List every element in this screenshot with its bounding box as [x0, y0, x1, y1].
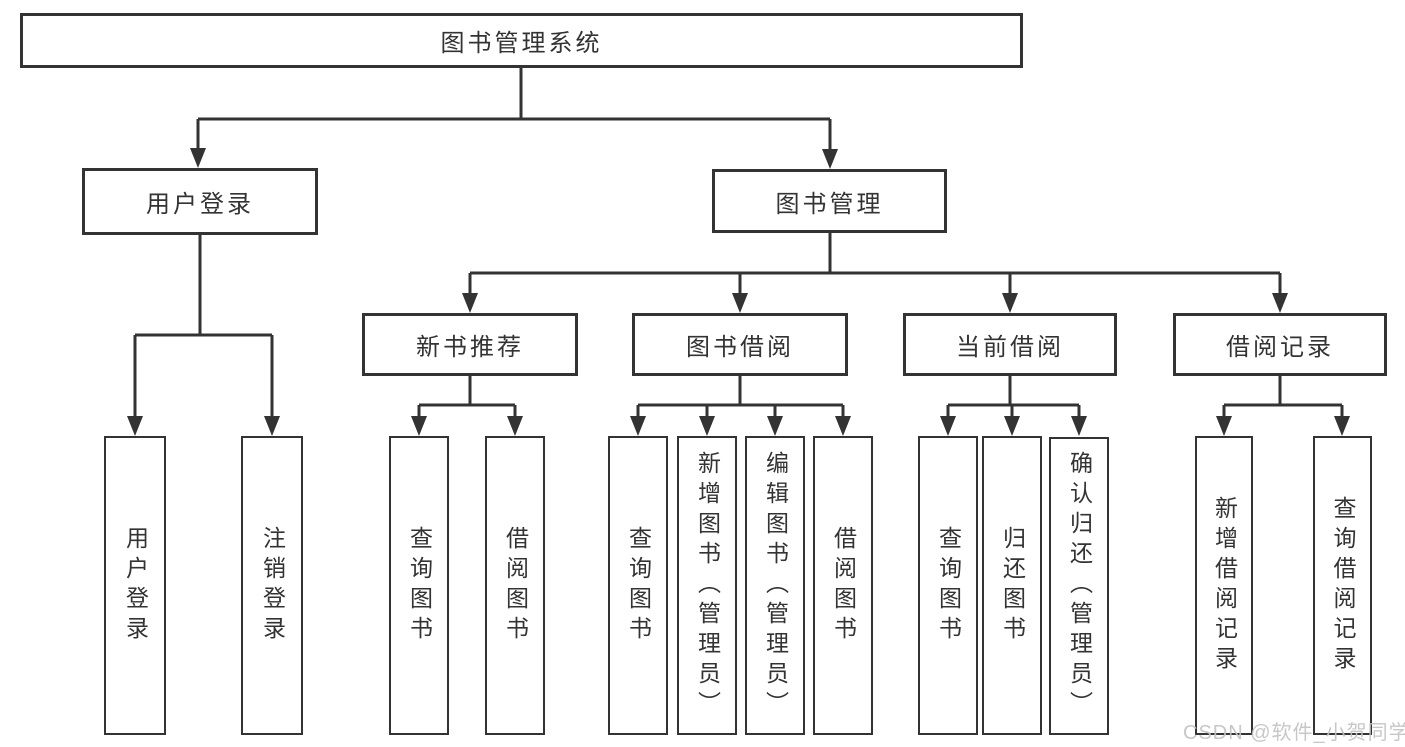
leaf-newbooks-borrow-books: 借阅图书	[485, 436, 545, 735]
leaf-logout-label: 注销登录	[259, 525, 286, 646]
leaf-borrow-borrow-books: 借阅图书	[813, 436, 873, 735]
leaf-current-return-books: 归还图书	[982, 436, 1042, 735]
leaf-borrow-query-books: 查询图书	[608, 436, 668, 735]
leaf-newbooks-query-books: 查询图书	[389, 436, 449, 735]
leaf-logout: 注销登录	[241, 436, 303, 735]
leaf-newbooks-borrow-books-label: 借阅图书	[502, 525, 529, 646]
connector-book-borrow-to-leaves	[636, 376, 845, 418]
node-book-borrow: 图书借阅	[632, 313, 848, 376]
connector-borrow-records-to-leaves	[1222, 376, 1344, 418]
leaf-current-query-books-label: 查询图书	[935, 525, 962, 646]
node-current-borrow: 当前借阅	[903, 313, 1117, 376]
node-new-book-recommend-label: 新书推荐	[416, 334, 524, 361]
leaf-borrow-edit-books-admin-label: 编辑图书（管理员）	[762, 450, 789, 721]
leaf-current-confirm-return-admin-label: 确认归还（管理员）	[1066, 451, 1093, 721]
node-user-login: 用户登录	[82, 168, 318, 235]
leaf-user-login-label: 用户登录	[122, 525, 149, 646]
leaf-current-query-books: 查询图书	[918, 436, 978, 735]
connector-new-books-to-leaves	[417, 376, 517, 418]
leaf-user-login: 用户登录	[104, 436, 166, 735]
node-new-book-recommend: 新书推荐	[362, 313, 578, 376]
leaf-records-add-record-label: 新增借阅记录	[1211, 495, 1238, 676]
leaf-newbooks-query-books-label: 查询图书	[406, 525, 433, 646]
node-root-label: 图书管理系统	[440, 30, 603, 57]
connector-current-borrow-to-leaves	[946, 376, 1081, 418]
node-user-login-label: 用户登录	[146, 191, 254, 218]
leaf-borrow-query-books-label: 查询图书	[625, 525, 652, 646]
leaf-borrow-borrow-books-label: 借阅图书	[830, 525, 857, 646]
leaf-records-query-record: 查询借阅记录	[1313, 436, 1372, 735]
connector-user-login-to-leaves	[133, 235, 274, 418]
leaf-current-return-books-label: 归还图书	[999, 525, 1026, 646]
leaf-borrow-add-books-admin-label: 新增图书（管理员）	[694, 450, 721, 721]
node-book-management-label: 图书管理	[775, 190, 884, 218]
leaf-borrow-edit-books-admin: 编辑图书（管理员）	[745, 436, 805, 735]
node-book-management: 图书管理	[712, 169, 947, 233]
leaf-borrow-add-books-admin: 新增图书（管理员）	[677, 436, 737, 735]
connector-root-to-level1	[196, 68, 832, 151]
node-book-borrow-label: 图书借阅	[686, 334, 794, 361]
arrowheads	[127, 148, 1350, 436]
node-borrow-records-label: 借阅记录	[1226, 334, 1334, 361]
connector-book-mgmt-to-level2	[468, 233, 1282, 295]
leaf-records-add-record: 新增借阅记录	[1195, 436, 1253, 735]
watermark: CSDN @软件_小贺同学	[1183, 722, 1405, 744]
leaf-current-confirm-return-admin: 确认归还（管理员）	[1049, 437, 1109, 735]
node-root: 图书管理系统	[20, 13, 1023, 68]
node-current-borrow-label: 当前借阅	[956, 334, 1064, 361]
leaf-records-query-record-label: 查询借阅记录	[1330, 495, 1356, 676]
node-borrow-records: 借阅记录	[1173, 313, 1387, 376]
